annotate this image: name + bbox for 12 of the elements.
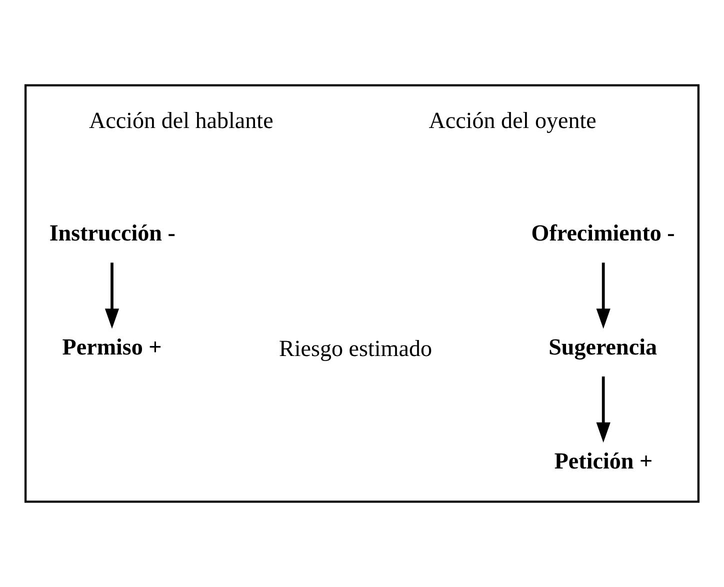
label: Acción del oyente <box>428 107 596 134</box>
node-text: Sugerencia <box>548 333 657 360</box>
node-text: Permiso + <box>62 333 162 360</box>
cluster <box>24 84 700 503</box>
arrow <box>596 376 610 443</box>
node-text: Ofrecimiento - <box>531 220 675 246</box>
label: Acción del hablante <box>89 107 274 134</box>
arrow <box>104 262 120 329</box>
label: Riesgo estimado <box>279 334 432 361</box>
node-text: Instrucción - <box>49 220 176 246</box>
node-text: Petición + <box>554 447 653 474</box>
arrow <box>596 262 610 329</box>
